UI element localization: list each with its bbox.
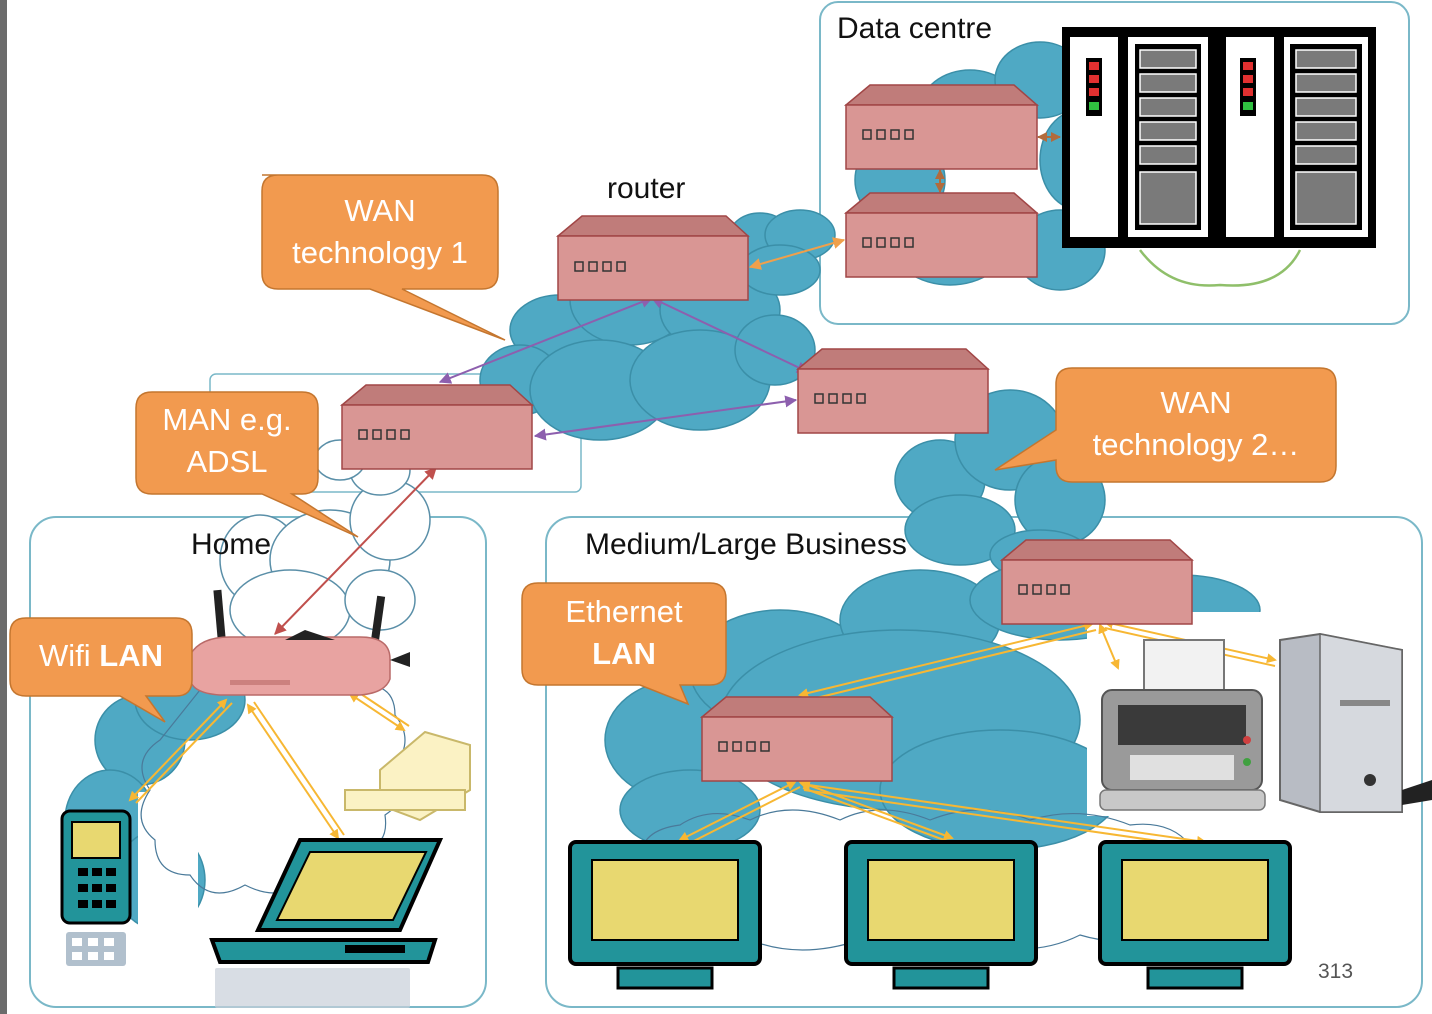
printer-icon <box>1099 639 1266 811</box>
callout-man-text: MAN e.g. ADSL <box>136 399 318 483</box>
router-icon <box>843 84 1040 170</box>
callout-ethernet-line2: LAN <box>522 633 726 675</box>
scanner-icon <box>344 730 471 822</box>
data-centre-zone <box>819 1 1410 325</box>
router-icon <box>843 192 1040 278</box>
callout-wan-1-line2: technology 1 <box>292 235 468 270</box>
router-icon <box>339 384 534 470</box>
dc-link <box>748 237 846 270</box>
adsl-link <box>274 467 437 635</box>
callout-man-line1: MAN e.g. <box>162 402 292 437</box>
wireless-router-icon <box>189 589 410 696</box>
monitor-icon <box>844 840 1038 990</box>
callout-wifi-plain: Wifi <box>39 638 100 673</box>
callout-wan-1-line1: WAN <box>344 193 416 228</box>
phone-icon <box>60 809 132 966</box>
data-centre-label: Data centre <box>837 12 993 45</box>
callout-wan-2-text: WAN technology 2… <box>1056 382 1336 466</box>
monitor-icon <box>568 840 762 990</box>
callout-ethernet-bold: LAN <box>592 636 656 671</box>
router-icon <box>555 215 750 301</box>
callout-wan-2-line2: technology 2… <box>1092 427 1300 462</box>
router-icon <box>999 539 1194 625</box>
rack-cable <box>1139 249 1302 287</box>
slide-number: 313 <box>1318 960 1354 983</box>
monitor-icon <box>1098 840 1292 990</box>
callout-ethernet-line1: Ethernet <box>565 594 683 629</box>
wan-links <box>438 296 810 441</box>
server-rack-icon <box>1062 27 1376 248</box>
callout-wifi <box>9 617 193 723</box>
pc-tower-icon <box>1279 632 1432 813</box>
callout-ethernet-text: Ethernet LAN <box>522 591 726 675</box>
left-edge-bar <box>0 0 7 1014</box>
callout-man <box>135 391 359 538</box>
callout-man-line2: ADSL <box>186 444 268 479</box>
callout-wan-2-line1: WAN <box>1160 385 1232 420</box>
home-label: Home <box>191 528 272 561</box>
callout-wifi-text: Wifi LAN <box>10 635 192 677</box>
callout-wan-1 <box>261 174 506 341</box>
business-label: Medium/Large Business <box>585 528 907 561</box>
laptop-icon <box>209 838 444 1008</box>
callout-ethernet <box>521 582 727 706</box>
callout-wan-1-text: WAN technology 1 <box>262 190 498 274</box>
callout-wifi-bold: LAN <box>99 638 163 673</box>
callout-wan-2 <box>994 367 1337 483</box>
router-icon <box>795 348 990 434</box>
router-label: router <box>607 172 686 205</box>
router-icon <box>699 696 894 782</box>
